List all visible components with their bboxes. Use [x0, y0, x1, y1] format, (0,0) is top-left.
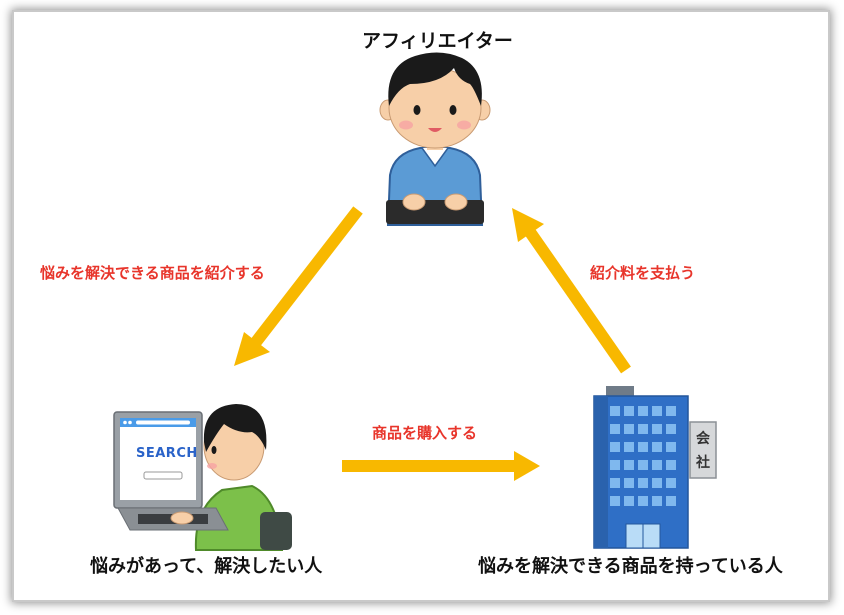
company-illustration: 会 社 — [590, 386, 728, 549]
affiliate-illustration — [379, 52, 491, 226]
consumer-illustration: SEARCH — [112, 390, 302, 551]
edge-label-introduce: 悩みを解決できる商品を紹介する — [40, 264, 265, 282]
node-label-consumer: 悩みがあって、解決したい人 — [90, 556, 323, 577]
company-sign-char-2: 社 — [696, 455, 710, 471]
arrow-purchase — [342, 451, 540, 481]
search-text: SEARCH — [136, 446, 198, 461]
edge-label-purchase: 商品を購入する — [372, 424, 478, 442]
arrow-fee — [512, 208, 631, 374]
edge-label-fee: 紹介料を支払う — [590, 264, 696, 282]
node-label-company: 悩みを解決できる商品を持っている人 — [478, 556, 783, 577]
arrow-introduce — [234, 206, 363, 366]
node-label-affiliate: アフィリエイター — [362, 30, 513, 52]
company-sign-char-1: 会 — [696, 431, 710, 447]
